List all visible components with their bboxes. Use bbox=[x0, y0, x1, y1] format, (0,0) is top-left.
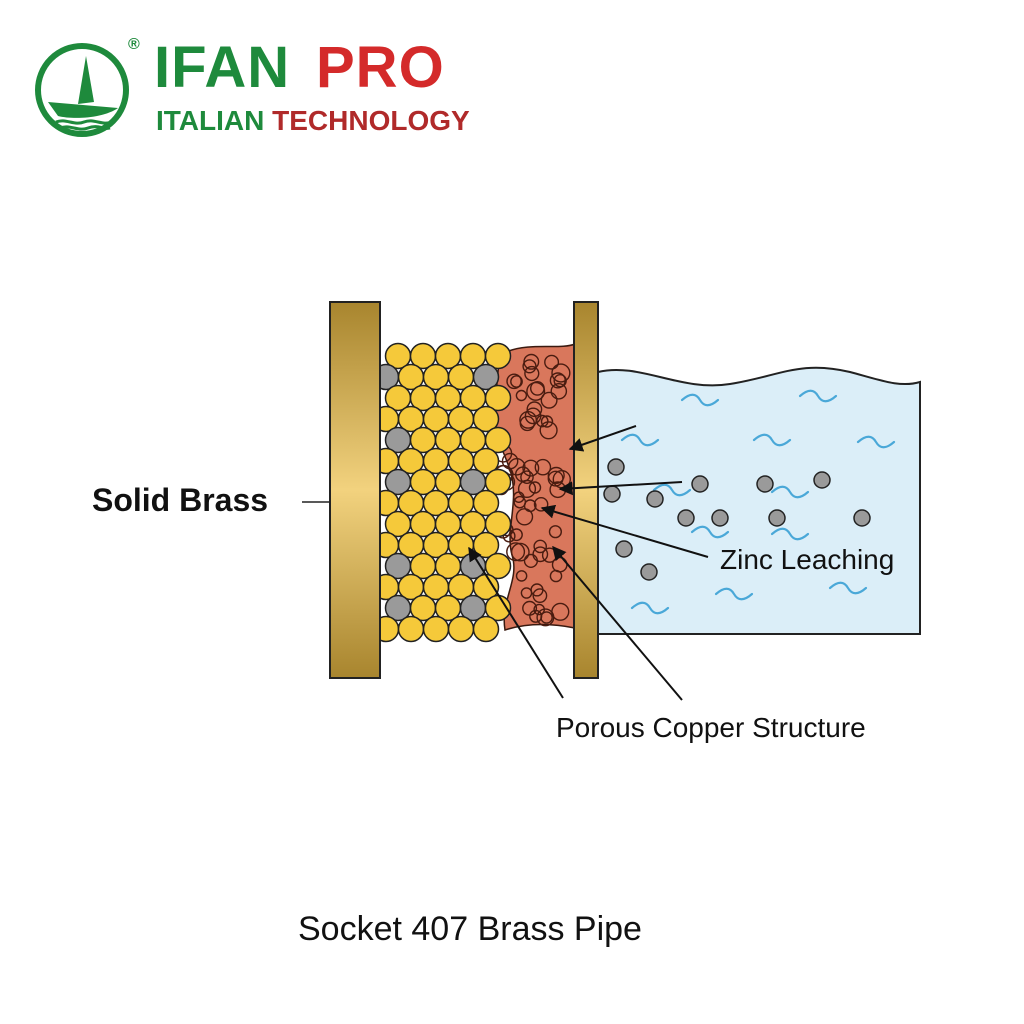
pore bbox=[540, 415, 554, 428]
porous-arrow-2 bbox=[552, 545, 683, 701]
copper-atom bbox=[472, 447, 500, 475]
pore bbox=[513, 491, 525, 504]
pore bbox=[501, 452, 519, 470]
pore bbox=[506, 542, 526, 562]
wave-mark bbox=[630, 601, 670, 615]
zinc-particle bbox=[691, 475, 709, 493]
pore bbox=[532, 546, 549, 563]
diagram-caption: Socket 407 Brass Pipe bbox=[298, 910, 642, 948]
pore bbox=[540, 611, 553, 624]
pore bbox=[522, 359, 537, 374]
wave-mark bbox=[752, 433, 792, 447]
pore bbox=[510, 375, 523, 388]
pore bbox=[506, 373, 522, 390]
pore bbox=[540, 391, 558, 409]
pore bbox=[536, 608, 555, 627]
zinc-arrow-2 bbox=[558, 481, 683, 496]
wave-mark bbox=[690, 525, 730, 539]
tagline-italian: ITALIAN bbox=[156, 105, 265, 136]
ifanpro-logo: ® IFAN PRO ITALIAN TECHNOLOGY bbox=[34, 36, 504, 146]
zinc-arrow-1 bbox=[568, 425, 637, 452]
pore bbox=[519, 410, 537, 429]
zinc-particle bbox=[813, 471, 831, 489]
pore bbox=[515, 570, 528, 582]
pore bbox=[526, 401, 543, 418]
pore bbox=[515, 508, 534, 526]
right-brass-flange bbox=[573, 301, 599, 679]
copper-atom bbox=[472, 615, 500, 643]
wave-mark bbox=[798, 389, 838, 403]
porous-copper-label: Porous Copper Structure bbox=[556, 712, 866, 743]
copper-atom bbox=[472, 405, 500, 433]
copper-atom bbox=[484, 342, 512, 370]
pore bbox=[524, 407, 542, 425]
wave-mark bbox=[652, 483, 692, 497]
pore bbox=[523, 353, 540, 370]
pore bbox=[553, 374, 567, 388]
tagline: ITALIAN TECHNOLOGY bbox=[156, 106, 470, 136]
zinc-atom bbox=[472, 363, 500, 391]
copper-atom bbox=[484, 468, 512, 496]
zinc-particle bbox=[646, 490, 664, 508]
zinc-particle bbox=[756, 475, 774, 493]
wave-mark bbox=[828, 581, 868, 595]
copper-atom bbox=[447, 615, 475, 643]
zinc-arrow-3 bbox=[540, 504, 709, 558]
sailboat-in-circle-icon bbox=[35, 43, 129, 137]
pore bbox=[533, 603, 546, 616]
pore bbox=[533, 539, 548, 554]
copper-atom bbox=[422, 615, 450, 643]
pore bbox=[522, 459, 540, 477]
copper-atom bbox=[472, 489, 500, 517]
zinc-particle bbox=[615, 540, 633, 558]
copper-atom bbox=[484, 426, 512, 454]
brand-name-pro: PRO bbox=[316, 35, 445, 100]
copper-atom bbox=[484, 510, 512, 538]
wave-mark bbox=[856, 435, 896, 449]
pore bbox=[524, 365, 540, 382]
zinc-particle bbox=[768, 509, 786, 527]
wave-mark bbox=[680, 393, 720, 407]
wave-mark bbox=[620, 433, 660, 447]
copper-atom bbox=[484, 552, 512, 580]
zinc-leaching-label: Zinc Leaching bbox=[720, 544, 895, 575]
pore bbox=[515, 389, 528, 402]
solid-brass-label: Solid Brass bbox=[92, 482, 269, 518]
zinc-particle bbox=[711, 509, 729, 527]
registered-mark: ® bbox=[128, 36, 140, 53]
copper-atom bbox=[484, 384, 512, 412]
pore bbox=[513, 495, 527, 509]
zinc-particle bbox=[603, 485, 621, 503]
wave-mark bbox=[770, 485, 810, 499]
zinc-particle bbox=[640, 563, 658, 581]
pore bbox=[530, 380, 545, 396]
zinc-particle bbox=[677, 509, 695, 527]
tagline-technology: TECHNOLOGY bbox=[264, 105, 470, 136]
wave-mark bbox=[770, 527, 810, 541]
leached-zinc-particles bbox=[603, 458, 871, 581]
pore bbox=[548, 525, 563, 539]
left-brass-flange bbox=[329, 301, 381, 679]
pore bbox=[532, 588, 548, 603]
porous-arrow-1 bbox=[468, 546, 564, 699]
brand-name-ifan: IFAN bbox=[154, 35, 291, 100]
pore bbox=[551, 363, 571, 383]
wave-mark bbox=[714, 587, 754, 601]
pore bbox=[539, 421, 558, 440]
water-wave-marks bbox=[620, 389, 896, 615]
pore bbox=[510, 542, 530, 562]
zinc-particle bbox=[853, 509, 871, 527]
pore bbox=[547, 466, 565, 485]
copper-atom bbox=[397, 615, 425, 643]
water-region bbox=[597, 366, 921, 635]
zinc-particle bbox=[607, 458, 625, 476]
pore bbox=[520, 470, 534, 485]
pore bbox=[522, 600, 538, 616]
pore bbox=[520, 587, 533, 599]
pore bbox=[550, 382, 568, 400]
brass-atom-lattice bbox=[372, 342, 512, 643]
pore bbox=[534, 458, 552, 476]
pore bbox=[544, 354, 560, 370]
